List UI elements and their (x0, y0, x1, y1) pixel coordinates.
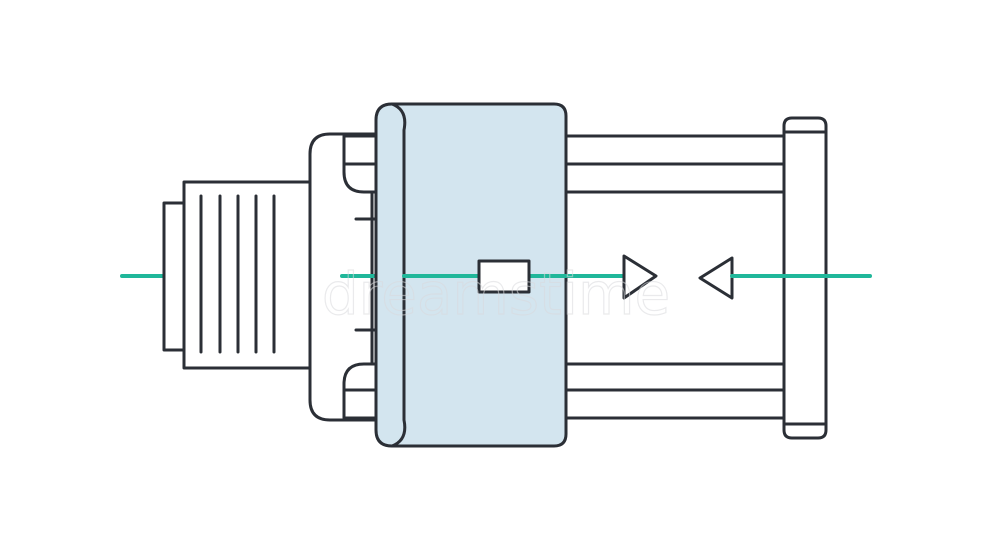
knob-body (182, 180, 314, 370)
arrow-right-icon (622, 254, 658, 300)
knob-cap (162, 201, 186, 352)
watermark-text: dreamstime (322, 260, 670, 328)
knob-ribs (199, 194, 276, 354)
slider-block (477, 259, 531, 294)
arrow-left-icon (698, 256, 734, 300)
ribbed-knob (162, 180, 314, 370)
sleeve (374, 102, 568, 448)
